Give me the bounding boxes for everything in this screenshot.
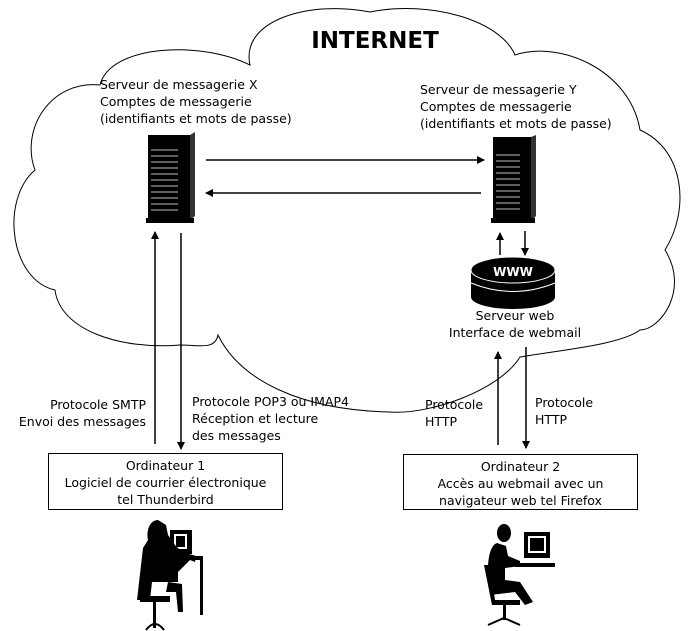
http-up-label: Protocole HTTP (425, 396, 483, 430)
http-down-name: HTTP (535, 412, 567, 427)
computer-2-desc-1: Accès au webmail avec un (437, 476, 604, 491)
smtp-label: Protocole SMTP Envoi des messages (0, 396, 146, 430)
computer-1-desc-2: tel Thunderbird (117, 492, 214, 507)
server-x-accounts: Comptes de messagerie (100, 94, 252, 109)
computer-2-title: Ordinateur 2 (480, 459, 561, 474)
computer-2-box: Ordinateur 2 Accès au webmail avec un na… (403, 454, 638, 510)
server-x-label: Serveur de messagerie X Comptes de messa… (100, 76, 292, 127)
server-y-accounts: Comptes de messagerie (420, 99, 572, 114)
computer-1-title: Ordinateur 1 (125, 458, 206, 473)
web-server-disk-icon: WWW (470, 256, 556, 309)
http-up-protocol: Protocole (425, 397, 484, 412)
computer-1-box: Ordinateur 1 Logiciel de courrier électr… (48, 453, 283, 510)
server-y-name: Serveur de messagerie Y (420, 82, 577, 97)
pop-desc-1: Réception et lecture (192, 411, 319, 426)
computer-2-desc-2: navigateur web tel Firefox (439, 493, 602, 508)
user-1-at-computer-icon (137, 520, 203, 631)
server-x-credentials: (identifiants et mots de passe) (100, 111, 292, 126)
server-y-label: Serveur de messagerie Y Comptes de messa… (420, 81, 612, 132)
smtp-desc: Envoi des messages (18, 414, 146, 429)
pop-imap-label: Protocole POP3 ou IMAP4 Réception et lec… (192, 393, 349, 444)
web-server-name: Serveur web (475, 308, 555, 323)
www-badge: WWW (493, 265, 533, 279)
web-server-label: Serveur web Interface de webmail (435, 307, 595, 341)
pop-desc-2: des messages (192, 428, 281, 443)
web-server-desc: Interface de webmail (448, 325, 582, 340)
server-x-name: Serveur de messagerie X (100, 77, 258, 92)
mail-server-y-icon (491, 135, 536, 223)
computer-1-desc-1: Logiciel de courrier électronique (64, 475, 267, 490)
mail-server-x-icon (146, 132, 195, 223)
server-y-credentials: (identifiants et mots de passe) (420, 116, 612, 131)
internet-title: INTERNET (311, 28, 439, 54)
http-down-label: Protocole HTTP (535, 394, 593, 428)
user-2-at-computer-icon (484, 524, 555, 626)
smtp-protocol: Protocole SMTP (50, 397, 146, 412)
pop-protocol: Protocole POP3 ou IMAP4 (192, 394, 349, 409)
internet-cloud (13, 8, 681, 413)
http-up-name: HTTP (425, 414, 457, 429)
http-down-protocol: Protocole (535, 395, 594, 410)
